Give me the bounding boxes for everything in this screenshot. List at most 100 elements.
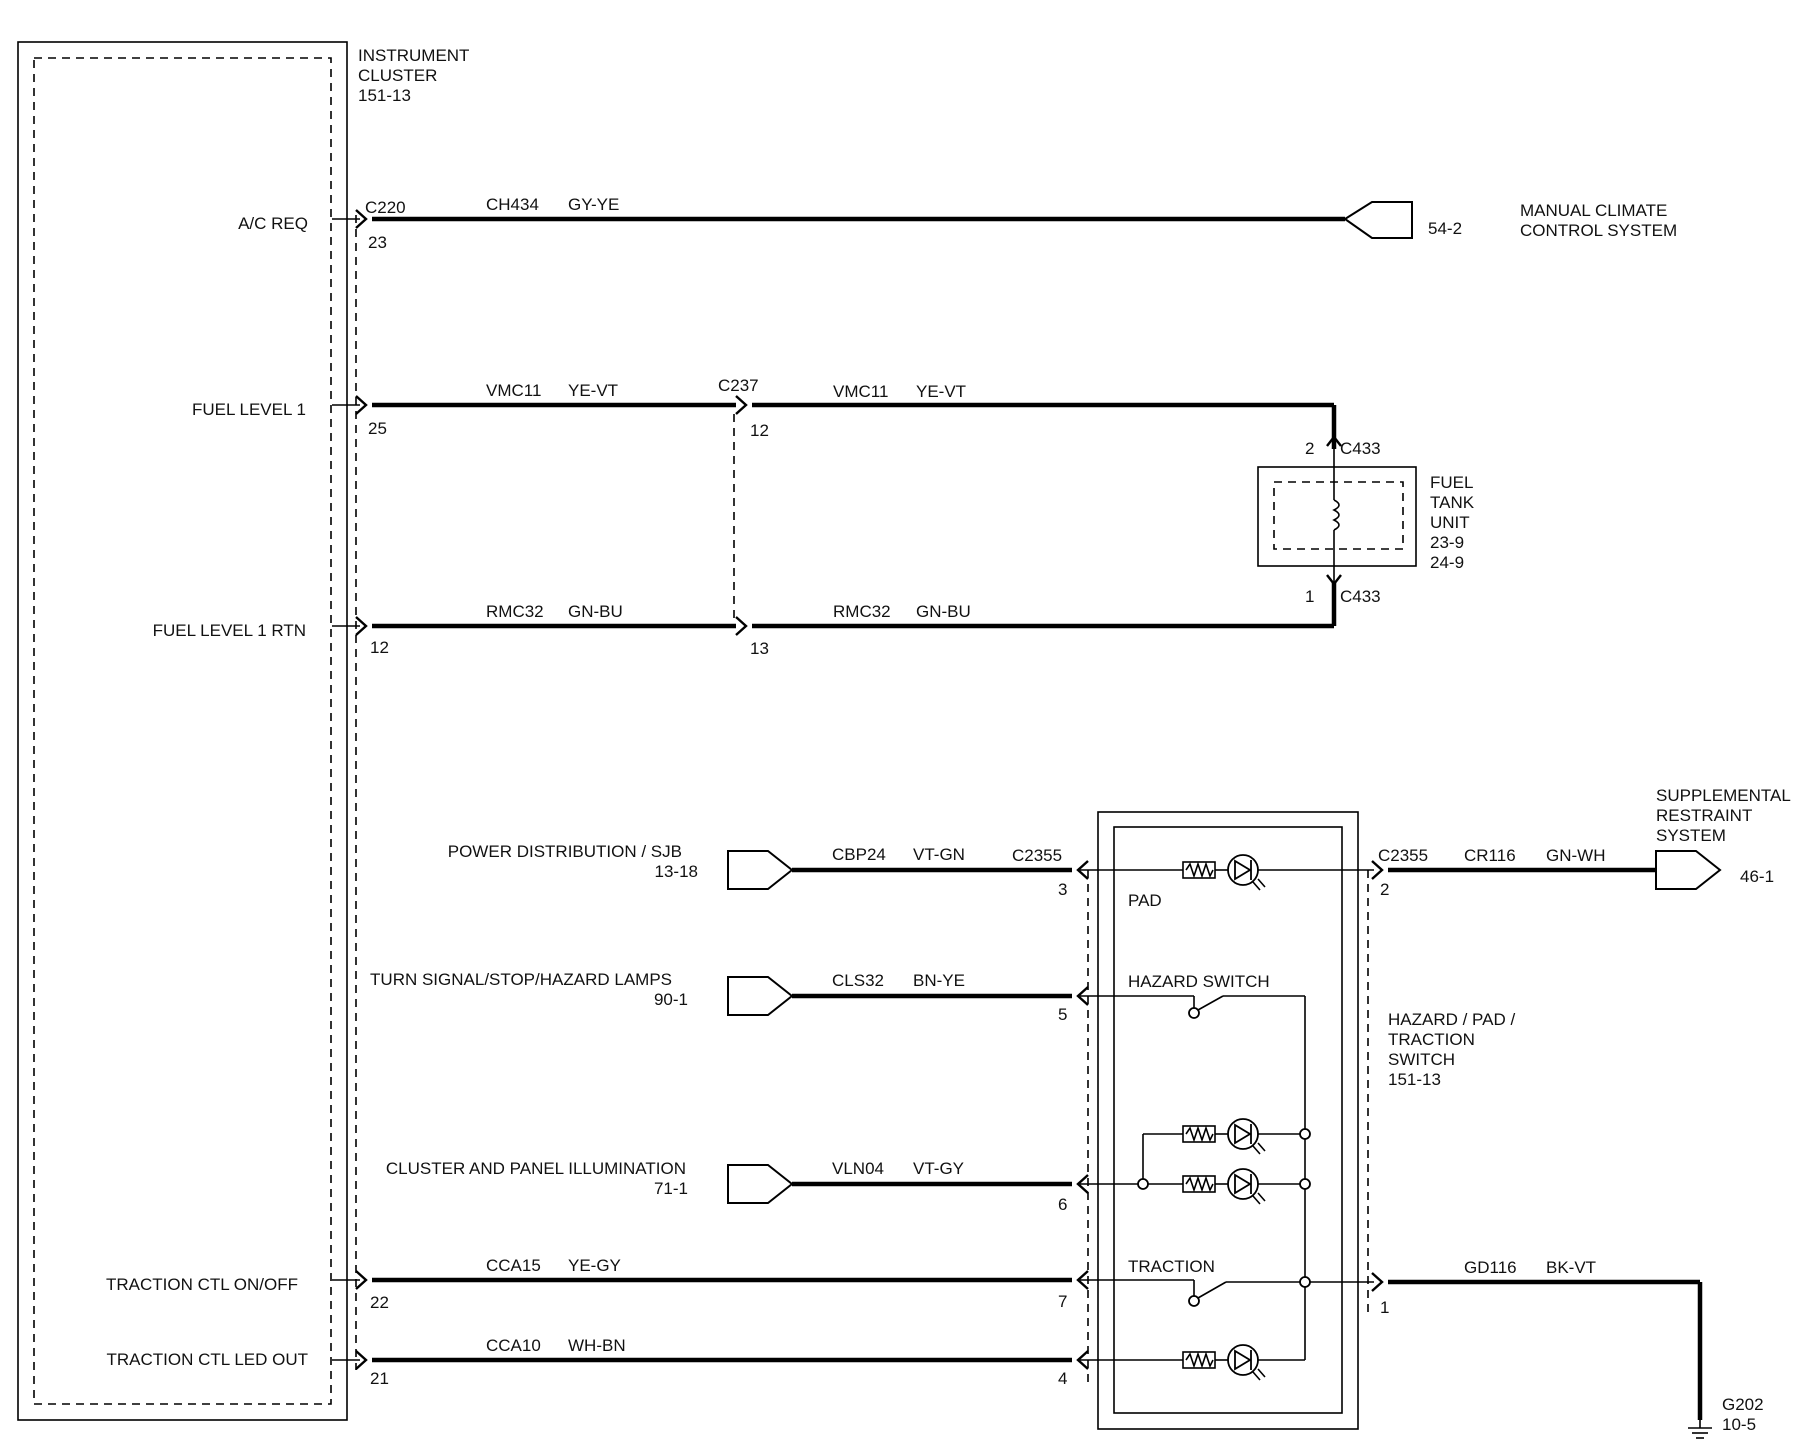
- power-dist-name: POWER DISTRIBUTION / SJB: [448, 842, 682, 861]
- power-dist-page: 13-18: [655, 862, 698, 881]
- circuit-gd116: 1 GD116 BK-VT G202 10-5: [1380, 1258, 1764, 1439]
- ground-page: 10-5: [1722, 1415, 1756, 1434]
- circuit-vln04: CLUSTER AND PANEL ILLUMINATION 71-1 VLN0…: [386, 1118, 1311, 1214]
- fuel-tank-line5: 24-9: [1430, 553, 1464, 572]
- c2355-label-right: C2355: [1378, 846, 1428, 865]
- cca10-circuit: CCA10: [486, 1336, 541, 1355]
- switch-title-line2: TRACTION: [1388, 1030, 1475, 1049]
- traction-led-icon: [1227, 1344, 1266, 1381]
- c433-pin-2: 2: [1305, 439, 1314, 458]
- rmc32-color-left: GN-BU: [568, 602, 623, 621]
- vln04-color: VT-GY: [913, 1159, 964, 1178]
- cluster-inner-box: [33, 57, 332, 1405]
- fuel-tank-line3: UNIT: [1430, 513, 1470, 532]
- manual-climate-line2: CONTROL SYSTEM: [1520, 221, 1677, 240]
- cr116-circuit: CR116: [1464, 846, 1516, 865]
- c220-pin-25: 25: [368, 419, 387, 438]
- pin-traction-onoff-label: TRACTION CTL ON/OFF: [106, 1275, 298, 1294]
- ground-name: G202: [1722, 1395, 1764, 1414]
- vln04-circuit: VLN04: [832, 1159, 884, 1178]
- cluster-illum-name: CLUSTER AND PANEL ILLUMINATION: [386, 1159, 686, 1178]
- vmc11-color-left: YE-VT: [568, 381, 618, 400]
- fuel-tank-line4: 23-9: [1430, 533, 1464, 552]
- srs-line2: RESTRAINT: [1656, 806, 1752, 825]
- cbp24-circuit: CBP24: [832, 845, 886, 864]
- switch-pin-4: 4: [1058, 1369, 1067, 1388]
- switch-pin-1: 1: [1380, 1298, 1389, 1317]
- cca10-color: WH-BN: [568, 1336, 626, 1355]
- pin-fuel-level-1-label: FUEL LEVEL 1: [192, 400, 306, 419]
- cluster-title-line1: INSTRUMENT: [358, 46, 469, 65]
- pin-ac-req-label: A/C REQ: [238, 214, 308, 233]
- switch-inner-box: [1113, 826, 1343, 1414]
- ch434-circuit: CH434: [486, 195, 539, 214]
- hazard-pad-traction-switch: PAD HAZARD SWITCH TRACTION HAZARD / PAD …: [1087, 811, 1515, 1430]
- hazard-switch-contact: [1197, 995, 1224, 1011]
- c220-pin-23: 23: [368, 233, 387, 252]
- cluster-outer-box: [17, 41, 348, 1421]
- switch-title-line4: 151-13: [1388, 1070, 1441, 1089]
- pin-traction-led-label: TRACTION CTL LED OUT: [107, 1350, 309, 1369]
- switch-pin-2: 2: [1380, 880, 1389, 899]
- c433-pin-1: 1: [1305, 587, 1314, 606]
- switch-title-line3: SWITCH: [1388, 1050, 1455, 1069]
- cluster-title-line3: 151-13: [358, 86, 411, 105]
- circuit-cls32: TURN SIGNAL/STOP/HAZARD LAMPS 90-1 CLS32…: [370, 970, 1306, 1335]
- cluster-title-line2: CLUSTER: [358, 66, 437, 85]
- traction-label: TRACTION: [1128, 1257, 1215, 1276]
- srs-connector-icon: [1655, 850, 1722, 890]
- vmc11-circuit-right: VMC11: [833, 382, 888, 401]
- c220-pin-12: 12: [370, 638, 389, 657]
- manual-climate-connector-icon: [1343, 201, 1413, 239]
- vmc11-color-right: YE-VT: [916, 382, 966, 401]
- turn-signal-page: 90-1: [654, 990, 688, 1009]
- c237-pin-12: 12: [750, 421, 769, 440]
- fuel-tank-line2: TANK: [1430, 493, 1475, 512]
- srs-page: 46-1: [1740, 867, 1774, 886]
- ground-icon: [1688, 1427, 1712, 1439]
- switch-pin-5: 5: [1058, 1005, 1067, 1024]
- power-dist-connector-icon: [727, 850, 794, 890]
- circuit-ch434: C220 23 CH434 GY-YE 54-2 MANUAL CLIMATE …: [332, 195, 1677, 252]
- hazard-switch-label: HAZARD SWITCH: [1128, 972, 1270, 991]
- circuit-rmc32: 12 RMC32 GN-BU 13 RMC32 GN-BU: [332, 583, 1337, 658]
- circuit-vmc11: 25 VMC11 YE-VT C237 12 VMC11 YE-VT: [332, 376, 1337, 449]
- switch-pin-7: 7: [1058, 1292, 1067, 1311]
- fuel-sender-coil-icon: [1332, 499, 1340, 531]
- fuel-tank-outer-box: [1257, 466, 1417, 567]
- cr116-color: GN-WH: [1546, 846, 1605, 865]
- rmc32-color-right: GN-BU: [916, 602, 971, 621]
- rmc32-circuit-left: RMC32: [486, 602, 544, 621]
- c237-pin-13: 13: [750, 639, 769, 658]
- manual-climate-line1: MANUAL CLIMATE: [1520, 201, 1667, 220]
- circuit-cca15: 22 CCA15 YE-GY 7: [332, 1256, 1384, 1312]
- fuel-tank-line1: FUEL: [1430, 473, 1473, 492]
- circuit-cbp24: POWER DISTRIBUTION / SJB 13-18 CBP24 VT-…: [448, 842, 1384, 899]
- c433-label-bottom: C433: [1340, 587, 1381, 606]
- pad-led-icon: [1227, 854, 1266, 891]
- pin-fuel-level-1-rtn-label: FUEL LEVEL 1 RTN: [153, 621, 306, 640]
- illum-led-upper-icon: [1227, 1118, 1266, 1155]
- cca15-color: YE-GY: [568, 1256, 621, 1275]
- switch-outer-box: [1097, 811, 1359, 1430]
- gd116-color: BK-VT: [1546, 1258, 1596, 1277]
- cluster-illum-connector-icon: [727, 1164, 794, 1204]
- turn-signal-connector-icon: [727, 976, 794, 1016]
- switch-pin-3: 3: [1058, 880, 1067, 899]
- cls32-circuit: CLS32: [832, 971, 884, 990]
- srs-line1: SUPPLEMENTAL: [1656, 786, 1791, 805]
- manual-climate-page: 54-2: [1428, 219, 1462, 238]
- c2355-label-left: C2355: [1012, 846, 1062, 865]
- c220-pin-21: 21: [370, 1369, 389, 1388]
- switch-title-line1: HAZARD / PAD /: [1388, 1010, 1515, 1029]
- cca15-circuit: CCA15: [486, 1256, 541, 1275]
- pad-label: PAD: [1128, 891, 1162, 910]
- cls32-color: BN-YE: [913, 971, 965, 990]
- c220-label: C220: [365, 198, 406, 217]
- illum-led-lower-icon: [1227, 1168, 1266, 1205]
- gd116-circuit: GD116: [1464, 1258, 1517, 1277]
- c237-label: C237: [718, 376, 759, 395]
- ch434-color: GY-YE: [568, 195, 619, 214]
- switch-pin-6: 6: [1058, 1195, 1067, 1214]
